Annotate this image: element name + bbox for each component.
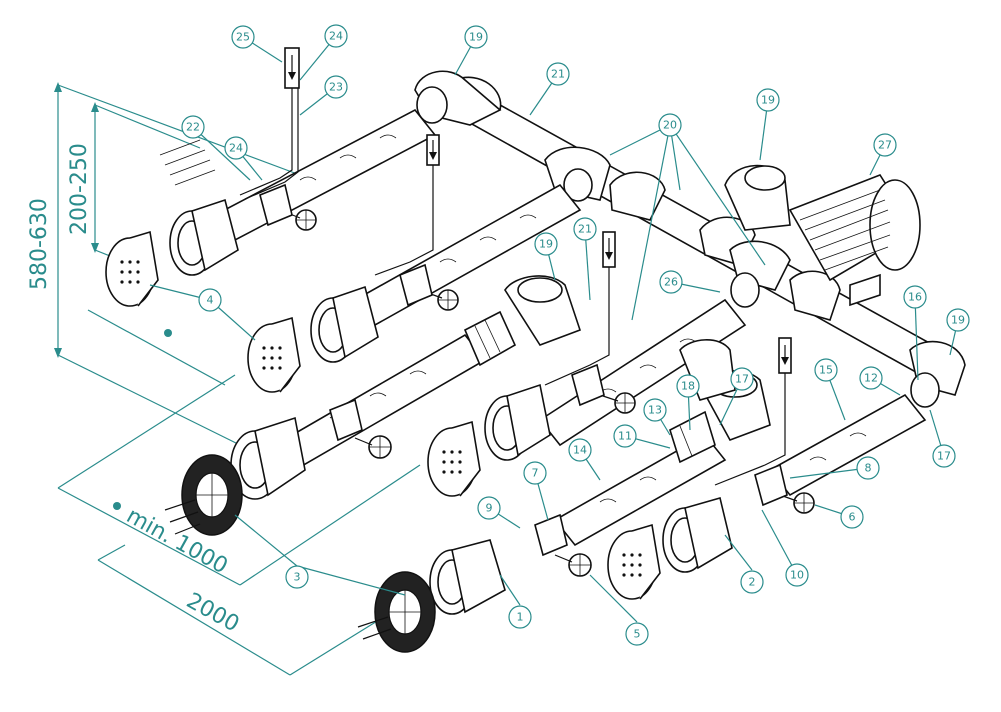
union-fitting bbox=[463, 310, 517, 367]
svg-text:16: 16 bbox=[908, 291, 922, 304]
svg-text:23: 23 bbox=[329, 81, 343, 94]
callout-23: 23 bbox=[324, 75, 348, 99]
svg-text:20: 20 bbox=[663, 119, 677, 132]
nozzle-cover bbox=[607, 523, 661, 600]
valve-handwheel bbox=[554, 553, 592, 577]
main-manifold bbox=[414, 70, 966, 408]
callout-3: 3 bbox=[285, 565, 309, 589]
svg-text:1: 1 bbox=[517, 611, 524, 624]
svg-text:27: 27 bbox=[878, 139, 892, 152]
svg-text:17: 17 bbox=[735, 373, 749, 386]
callout-21b: 21 bbox=[573, 217, 597, 241]
callout-5: 5 bbox=[625, 622, 649, 646]
svg-text:26: 26 bbox=[664, 276, 678, 289]
callout-17a: 17 bbox=[730, 367, 754, 391]
suction-grates bbox=[164, 454, 436, 653]
svg-text:24: 24 bbox=[229, 142, 243, 155]
inlet-nozzles bbox=[169, 198, 733, 615]
svg-text:19: 19 bbox=[469, 31, 483, 44]
callout-19d: 19 bbox=[946, 308, 970, 332]
svg-text:25: 25 bbox=[236, 31, 250, 44]
callout-16: 16 bbox=[903, 285, 927, 309]
callout-22: 22 bbox=[181, 115, 205, 139]
callout-26: 26 bbox=[659, 270, 683, 294]
callout-27: 27 bbox=[873, 133, 897, 157]
svg-text:13: 13 bbox=[648, 404, 662, 417]
svg-text:24: 24 bbox=[329, 30, 343, 43]
valve-handwheel bbox=[599, 392, 636, 414]
svg-text:4: 4 bbox=[207, 294, 214, 307]
svg-text:22: 22 bbox=[186, 121, 200, 134]
valve-handwheel bbox=[354, 435, 392, 459]
svg-text:15: 15 bbox=[819, 364, 833, 377]
valves bbox=[284, 209, 815, 577]
svg-text:12: 12 bbox=[864, 372, 878, 385]
callout-24a: 24 bbox=[324, 24, 348, 48]
union-fitting-right bbox=[669, 410, 716, 464]
callout-1: 1 bbox=[508, 605, 532, 629]
suction-grate bbox=[357, 571, 436, 653]
pump-motor bbox=[788, 174, 921, 307]
callout-2: 2 bbox=[740, 570, 764, 594]
svg-text:19: 19 bbox=[761, 94, 775, 107]
svg-text:9: 9 bbox=[486, 502, 493, 515]
callout-19a: 19 bbox=[464, 25, 488, 49]
nozzle-cover bbox=[247, 316, 301, 393]
nozzle-cover bbox=[105, 230, 159, 307]
nozzle-covers bbox=[105, 230, 661, 600]
callout-20: 20 bbox=[658, 113, 682, 137]
callout-15: 15 bbox=[814, 358, 838, 382]
callout-14: 14 bbox=[568, 438, 592, 462]
valve-handwheel bbox=[284, 209, 317, 231]
callout-21a: 21 bbox=[546, 62, 570, 86]
dim-2000: 2000 bbox=[182, 588, 243, 637]
air-intake-pipes bbox=[239, 47, 792, 486]
svg-text:7: 7 bbox=[532, 467, 539, 480]
svg-text:14: 14 bbox=[573, 444, 587, 457]
wall-hatch bbox=[159, 139, 216, 186]
callout-18: 18 bbox=[676, 374, 700, 398]
nozzle-cover bbox=[427, 420, 481, 497]
svg-text:11: 11 bbox=[618, 430, 632, 443]
callouts: 1 2 3 4 5 6 7 8 9 10 11 12 13 14 15 16 1… bbox=[181, 24, 970, 646]
pump-elbow bbox=[724, 164, 791, 231]
callout-10: 10 bbox=[785, 563, 809, 587]
callout-19b: 19 bbox=[534, 232, 558, 256]
svg-text:8: 8 bbox=[865, 462, 872, 475]
callout-11: 11 bbox=[613, 424, 637, 448]
callout-19c: 19 bbox=[756, 88, 780, 112]
svg-text:3: 3 bbox=[294, 571, 301, 584]
suction-grate bbox=[164, 454, 243, 536]
svg-text:19: 19 bbox=[539, 238, 553, 251]
callout-7: 7 bbox=[523, 461, 547, 485]
svg-text:18: 18 bbox=[681, 380, 695, 393]
svg-text:21: 21 bbox=[551, 68, 565, 81]
callout-6: 6 bbox=[840, 505, 864, 529]
svg-text:5: 5 bbox=[634, 628, 641, 641]
svg-text:6: 6 bbox=[849, 511, 856, 524]
callout-17b: 17 bbox=[932, 444, 956, 468]
callout-4: 4 bbox=[198, 288, 222, 312]
callout-9: 9 bbox=[477, 496, 501, 520]
svg-text:10: 10 bbox=[790, 569, 804, 582]
svg-text:17: 17 bbox=[937, 450, 951, 463]
callout-8: 8 bbox=[856, 456, 880, 480]
svg-text:19: 19 bbox=[951, 314, 965, 327]
dim-200-250: 200-250 bbox=[67, 143, 92, 235]
svg-text:2: 2 bbox=[749, 576, 756, 589]
callout-25: 25 bbox=[231, 25, 255, 49]
callout-13: 13 bbox=[643, 398, 667, 422]
valve-bodies bbox=[259, 183, 788, 557]
callout-12: 12 bbox=[859, 366, 883, 390]
svg-text:21: 21 bbox=[578, 223, 592, 236]
callout-24b: 24 bbox=[224, 136, 248, 160]
dim-580-630: 580-630 bbox=[27, 198, 52, 290]
